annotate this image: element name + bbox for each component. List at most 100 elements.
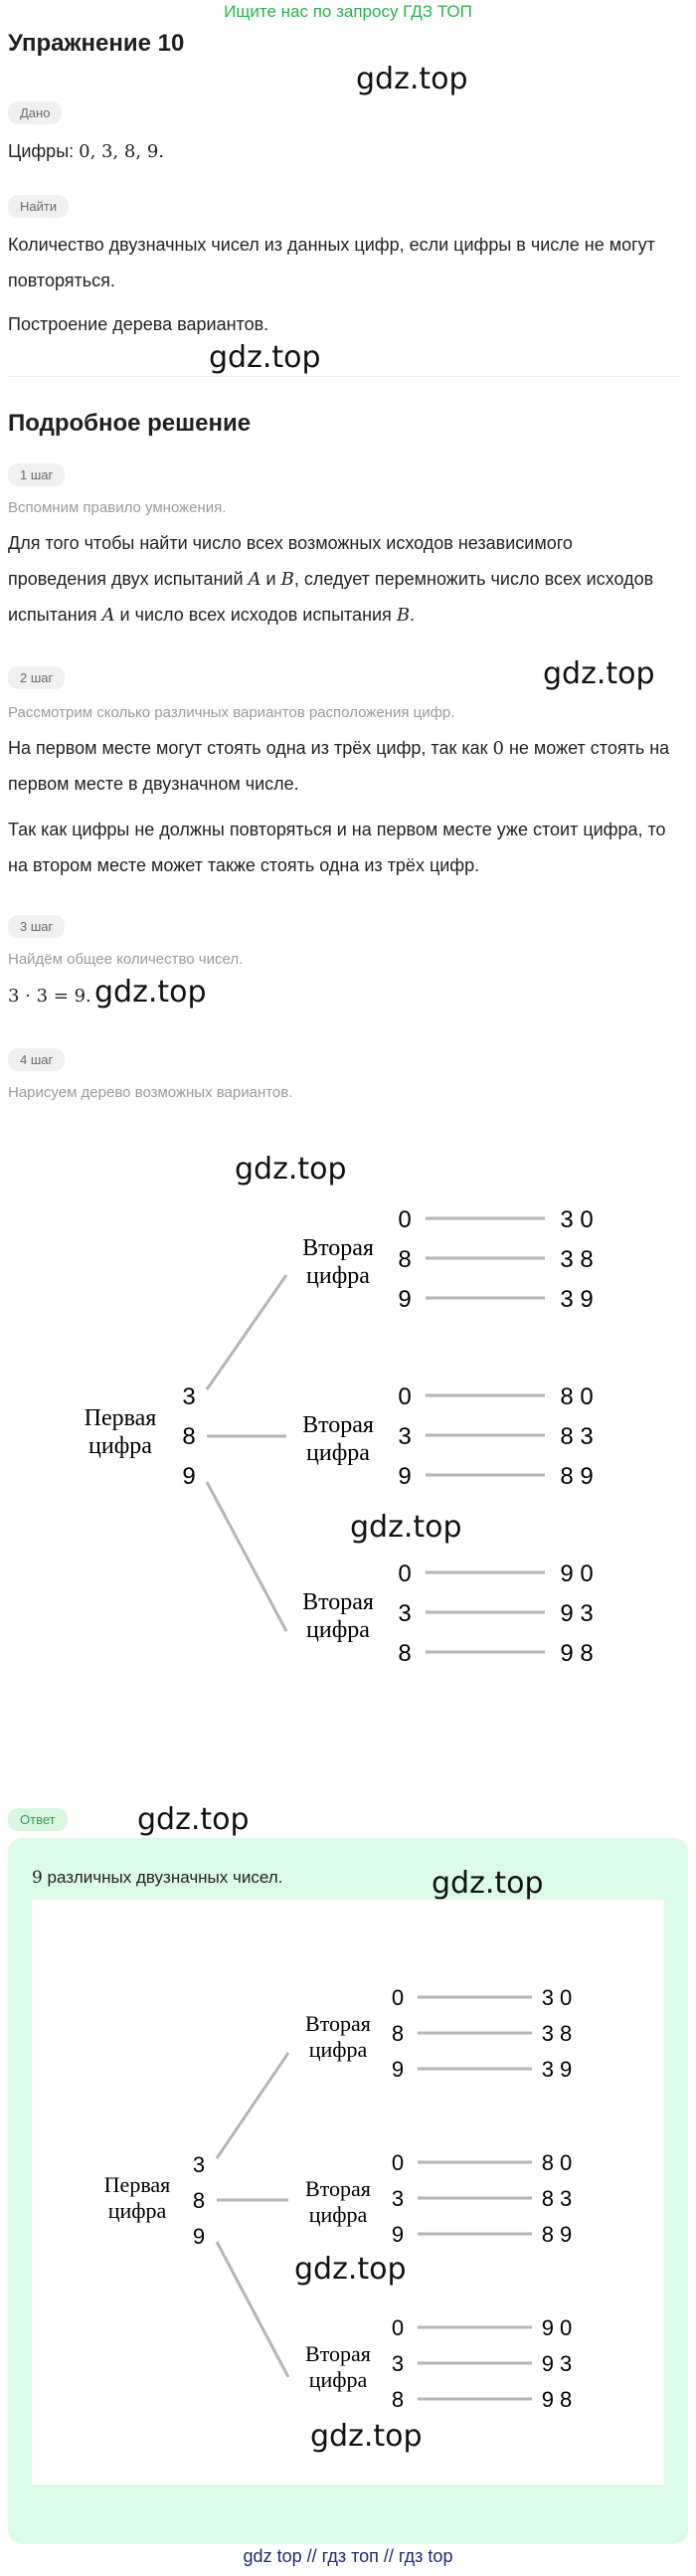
tree-result-number: 3 9 [542, 2057, 573, 2082]
text-fragment: не может стоять на [503, 738, 670, 758]
text-fragment: различных двузначных чисел. [42, 1868, 283, 1887]
answer-image-panel [32, 1900, 664, 2484]
tree-first-digit: 9 [193, 2224, 205, 2249]
math-A: A [101, 605, 115, 626]
answer-number: 9 [32, 1868, 43, 1888]
top-banner[interactable]: Ищите нас по запросу ГДЗ ТОП [224, 2, 472, 21]
text-fragment: проведения двух испытаний [8, 569, 249, 589]
footer-links[interactable]: gdz top // гдз топ // гдз top [243, 2546, 453, 2566]
divider [8, 376, 680, 377]
given-text-prefix: Цифры: [8, 141, 80, 161]
tree-branch-line-1: Вторая [305, 2176, 371, 2201]
tree-first-digit: 3 [193, 2152, 205, 2177]
tree-branch-line-2: цифра [309, 2202, 368, 2227]
tree-second-digit: 0 [398, 1383, 411, 1410]
step-1-label: 1 шаг [8, 463, 66, 486]
given-label: Дано [8, 101, 63, 124]
tree-result-number: 8 9 [560, 1463, 593, 1490]
step-2-line-2: первом месте в двузначном числе. [8, 774, 299, 794]
tree-result-number: 8 9 [542, 2222, 573, 2247]
answer-label: Ответ [8, 1808, 68, 1831]
page-title: Упражнение 10 [8, 30, 185, 57]
tree-result-number: 8 3 [542, 2186, 573, 2211]
step-3-formula: 3 · 3 = 9. [8, 986, 91, 1007]
given-text: Цифры: 0, 3, 8, 9. [8, 133, 680, 170]
tree-result-number: 9 8 [542, 2387, 573, 2412]
tree-first-digit: 3 [182, 1383, 195, 1410]
tree-result-number: 9 3 [560, 1600, 593, 1627]
tree-branch-line-1: Вторая [302, 1235, 374, 1261]
find-label: Найти [8, 195, 70, 218]
tree-second-digit: 8 [392, 2021, 404, 2046]
tree-second-digit: 0 [392, 1985, 404, 2010]
step-1-line-1: Для того чтобы найти число всех возможны… [8, 533, 573, 553]
solution-title: Подробное решение [8, 410, 252, 437]
tree-second-digit: 3 [392, 2186, 404, 2211]
watermark: gdz.top [432, 1866, 544, 1901]
tree-result-number: 3 8 [542, 2021, 573, 2046]
watermark: gdz.top [137, 1802, 250, 1837]
watermark: gdz.top [209, 340, 321, 375]
step-3-label: 3 шаг [8, 915, 66, 938]
watermark: gdz.top [235, 1152, 347, 1187]
tree-first-digit: 8 [182, 1423, 195, 1450]
math-B: B [396, 605, 411, 626]
tree-second-digit: 8 [398, 1246, 411, 1273]
math-zero: 0 [492, 738, 504, 759]
find-text-line-1: Количество двузначных чисел из данных ци… [8, 235, 655, 255]
tree-result-number: 3 0 [542, 1985, 573, 2010]
tree-branch-line-1: Вторая [302, 1589, 374, 1615]
tree-root-line-1: Первая [104, 2172, 171, 2197]
tree-second-digit: 3 [392, 2351, 404, 2376]
tree-result-number: 9 0 [560, 1561, 593, 1587]
tree-result-number: 8 0 [560, 1383, 593, 1410]
watermark: gdz.top [294, 2252, 407, 2287]
tree-result-number: 3 0 [560, 1206, 593, 1233]
step-3-hint: Найдём общее количество чисел. [8, 951, 244, 968]
answer-text: 9 различных двузначных чисел. [32, 1866, 696, 1890]
tree-result-number: 9 3 [542, 2351, 573, 2376]
step-4-hint: Нарисуем дерево возможных вариантов. [8, 1084, 293, 1101]
tree-second-digit: 9 [398, 1286, 411, 1313]
watermark: gdz.top [94, 975, 207, 1010]
tree-second-digit: 0 [398, 1561, 411, 1587]
watermark: gdz.top [310, 2419, 423, 2454]
tree-first-digit: 9 [182, 1463, 195, 1490]
tree-result-number: 8 3 [560, 1423, 593, 1450]
tree-second-digit: 0 [398, 1206, 411, 1233]
tree-branch-line-2: цифра [306, 1263, 370, 1289]
tree-branch-line-2: цифра [306, 1617, 370, 1643]
tree-result-number: 9 8 [560, 1640, 593, 1667]
step-2-label: 2 шаг [8, 666, 66, 689]
watermark: gdz.top [543, 656, 655, 691]
step-2-hint: Рассмотрим сколько различных вариантов р… [8, 704, 455, 721]
variants-tree: Первая цифра 3 8 9 Вторая цифра 0 8 9 3 … [85, 1206, 594, 1667]
tree-branch-line-2: цифра [309, 2367, 368, 2392]
tree-first-digit: 8 [193, 2188, 205, 2213]
text-fragment: и число всех исходов испытания [114, 605, 397, 625]
step-1-hint: Вспомним правило умножения. [8, 499, 227, 516]
text-fragment: , следует перемножить число всех исходов [293, 569, 654, 589]
text-fragment: . [410, 605, 416, 625]
tree-branch-line [205, 1481, 288, 1632]
tree-result-number: 3 8 [560, 1246, 593, 1273]
tree-branch-line-1: Вторая [302, 1412, 374, 1438]
tree-root-line-2: цифра [88, 1433, 152, 1459]
tree-second-digit: 8 [392, 2387, 404, 2412]
watermark: gdz.top [350, 1510, 462, 1545]
math-A: A [248, 569, 261, 590]
tree-second-digit: 0 [392, 2315, 404, 2340]
tree-branch-line-2: цифра [306, 1440, 370, 1466]
tree-branch-line [215, 2052, 290, 2159]
answer-variants-tree: Первая цифра 3 8 9 Вторая цифра 0 8 9 3 … [104, 1985, 573, 2412]
step-4-label: 4 шаг [8, 1048, 66, 1071]
step-1-line-2: проведения двух испытаний A и B, следует… [8, 561, 680, 598]
tree-branch-line [205, 1274, 288, 1390]
step-2-line-3: Так как цифры не должны повторяться и на… [8, 820, 666, 839]
tree-second-digit: 9 [398, 1463, 411, 1490]
tree-second-digit: 3 [398, 1600, 411, 1627]
watermark: gdz.top [356, 62, 468, 96]
find-text-line-2: повторяться. [8, 271, 115, 290]
tree-root-line-2: цифра [108, 2198, 167, 2223]
tree-branch-line [215, 2241, 290, 2378]
